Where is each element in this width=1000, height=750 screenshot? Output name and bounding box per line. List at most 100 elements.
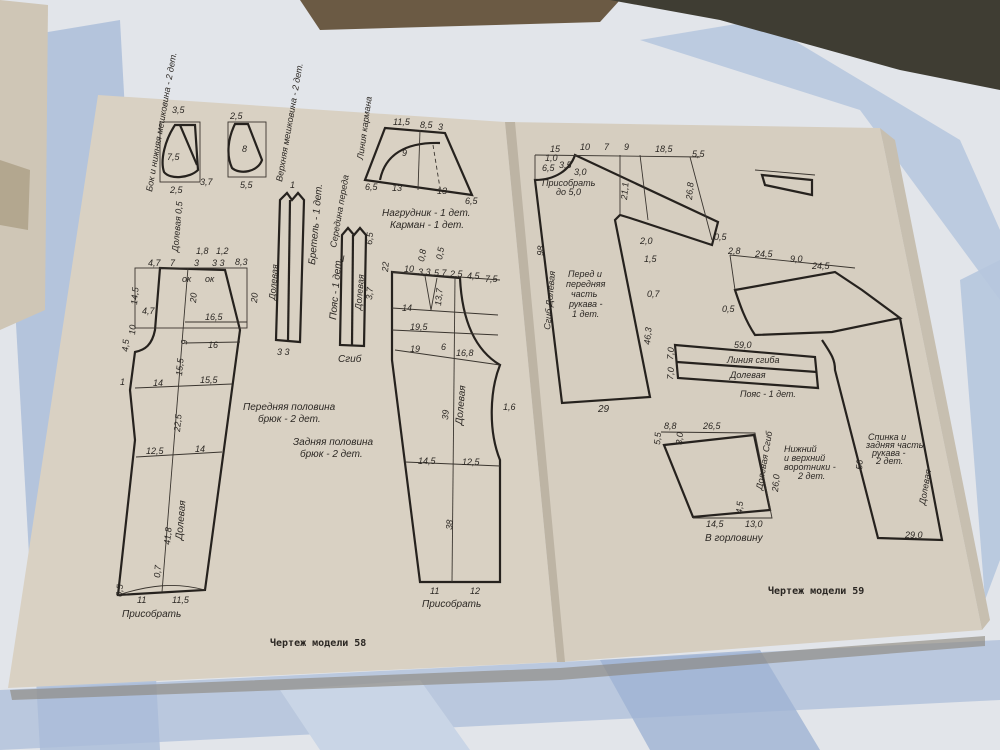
collar-dim: 26,5 bbox=[702, 421, 722, 431]
collar-dim: 8,8 bbox=[664, 421, 677, 431]
bib-dim: 11,5 bbox=[393, 117, 411, 127]
front-sleeve-caption: передняя bbox=[566, 279, 606, 289]
collar-caption: 2 дет. bbox=[797, 471, 825, 481]
back-dim: 9,0 bbox=[790, 254, 803, 264]
belt-pattern: 59,0 7,0 7,0 Линия сгиба Долевая Пояс - … bbox=[665, 340, 820, 399]
pocket-dim: 2,5 bbox=[169, 185, 184, 195]
gather-front-label: Присобрать bbox=[122, 608, 181, 620]
front-dim: 9 bbox=[624, 142, 629, 152]
front-dim: 41,8 bbox=[162, 527, 173, 545]
pocket-dim: 5,5 bbox=[240, 180, 254, 190]
belt-caption: Пояс - 1 дет. bbox=[328, 257, 344, 320]
back-dim: 29,0 bbox=[904, 530, 923, 540]
front-dim: 18,5 bbox=[655, 144, 674, 154]
back-dim: 38 bbox=[444, 519, 455, 530]
pocket-dim: 2,5 bbox=[229, 111, 244, 121]
gather-label: Присобрать bbox=[542, 178, 596, 188]
bib-dim: 6,5 bbox=[465, 196, 479, 206]
back-dim: 2,8 bbox=[727, 246, 741, 256]
front-dim: 3,5 bbox=[559, 160, 573, 170]
front-dim: 7 bbox=[170, 258, 176, 268]
pocket-caption: Карман - 1 дет. bbox=[390, 220, 464, 231]
back-dim: 11 bbox=[430, 586, 439, 596]
back-dim: 39 bbox=[440, 409, 451, 420]
back-dim: 7,5 bbox=[485, 274, 499, 284]
strap-pattern: 3 3 1 Долевая Бретель - 1 дет. bbox=[267, 180, 325, 357]
front-dim: 10 bbox=[127, 324, 138, 335]
grain-pocket-label: Долевая 0,5 bbox=[170, 200, 185, 253]
bib-dim: 13 bbox=[392, 183, 402, 193]
back-half-caption: брюк - 2 дет. bbox=[300, 448, 363, 460]
mark-I: I bbox=[342, 254, 345, 264]
back-sleeve-caption: рукава - bbox=[871, 448, 905, 458]
back-sleeve-caption: задняя часть bbox=[865, 440, 924, 450]
grain-belt-label: Долевая bbox=[729, 370, 766, 380]
back-dim: 1,6 bbox=[503, 402, 516, 412]
front-dim: 20 bbox=[249, 292, 260, 304]
collar-dim: 26,0 bbox=[770, 474, 782, 493]
paper-bundle bbox=[0, 0, 48, 330]
front-half-caption: Передняя половина bbox=[243, 402, 336, 413]
back-dim: 13,7 bbox=[433, 287, 445, 306]
collar-caption: Нижний bbox=[784, 444, 817, 454]
front-dim: 14 bbox=[153, 378, 163, 388]
belt-dim: 6,5 bbox=[364, 231, 375, 245]
front-sleeve-caption: рукава - bbox=[568, 299, 602, 309]
back-dim: 22 bbox=[380, 261, 391, 273]
open-book bbox=[8, 95, 990, 700]
front-dim: 3 3 bbox=[212, 258, 225, 268]
bib-caption: Нагрудник - 1 дет. bbox=[382, 208, 470, 219]
back-dim: 24,5 bbox=[754, 249, 774, 259]
back-dim: 0,5 bbox=[434, 245, 446, 260]
back-dim: 56 bbox=[854, 459, 865, 470]
front-dim: 98 bbox=[535, 245, 546, 256]
front-dim: 1,2 bbox=[216, 246, 229, 256]
pocket-dim: 3,5 bbox=[172, 105, 186, 115]
collar-dim: 13,0 bbox=[745, 519, 763, 529]
front-dim: 26,8 bbox=[684, 182, 696, 201]
back-dim: 12 bbox=[470, 586, 480, 596]
collar-dim: 5,5 bbox=[652, 431, 663, 445]
front-dim: 0,5 bbox=[714, 232, 728, 242]
front-dim: 4,7 bbox=[148, 258, 162, 268]
front-dim: 12,5 bbox=[146, 446, 165, 456]
floor-strip bbox=[300, 0, 620, 30]
mark-ok: ок bbox=[205, 274, 215, 284]
back-sleeve-caption: Спинка и bbox=[868, 432, 906, 442]
back-dim: 19,5 bbox=[410, 322, 429, 332]
belt-caption: Пояс - 1 дет. bbox=[740, 389, 796, 399]
collar-dim: 4,5 bbox=[734, 500, 745, 514]
bib-dim: 9 bbox=[402, 148, 407, 158]
back-dim: 14,5 bbox=[418, 456, 437, 466]
front-dim: 7 bbox=[604, 142, 610, 152]
front-sleeve-caption: часть bbox=[571, 289, 598, 299]
bib-dim: 8,5 bbox=[420, 120, 434, 130]
back-dim: 14 bbox=[402, 303, 412, 313]
front-dim: 11,5 bbox=[172, 595, 190, 605]
front-sleeve-pattern: 15 10 7 9 18,5 5,5 1,0 6,5 3,5 3,0 Присо… bbox=[533, 142, 728, 415]
front-sleeve-caption: 1 дет. bbox=[572, 309, 599, 319]
front-dim: 2,0 bbox=[639, 236, 653, 246]
fold-label: Сгиб bbox=[338, 353, 362, 365]
back-sleeve-pattern: 2,8 24,5 24,5 0,5 9,0 56 29,0 Спинка и з… bbox=[722, 246, 944, 542]
collar-dim: 14,5 bbox=[706, 519, 725, 529]
front-dim: 15,5 bbox=[174, 357, 186, 376]
belt-dim: 59,0 bbox=[734, 340, 752, 350]
front-dim: 14,5 bbox=[129, 286, 141, 305]
grain-back-label: Долевая bbox=[454, 384, 469, 426]
front-dim: 15 bbox=[550, 144, 561, 154]
collar-dim: 3,0 bbox=[674, 432, 685, 445]
front-dim: 1 bbox=[120, 377, 125, 387]
bib-dim: 3 bbox=[438, 122, 443, 132]
gather-back-label: Присобрать bbox=[422, 598, 481, 610]
front-dim: 14 bbox=[195, 444, 205, 454]
front-dim: 16 bbox=[208, 340, 218, 350]
pocket-dim: 8 bbox=[242, 144, 247, 154]
front-dim: 8,3 bbox=[235, 257, 248, 267]
mark-ok: ок bbox=[182, 274, 192, 284]
front-dim: 15,5 bbox=[200, 375, 219, 385]
belt-dim: 3,7 bbox=[364, 286, 375, 300]
back-dim: 3,3 bbox=[418, 267, 431, 277]
belt-dim: 7,0 bbox=[665, 347, 676, 360]
collar-caption: и верхний bbox=[784, 453, 825, 463]
